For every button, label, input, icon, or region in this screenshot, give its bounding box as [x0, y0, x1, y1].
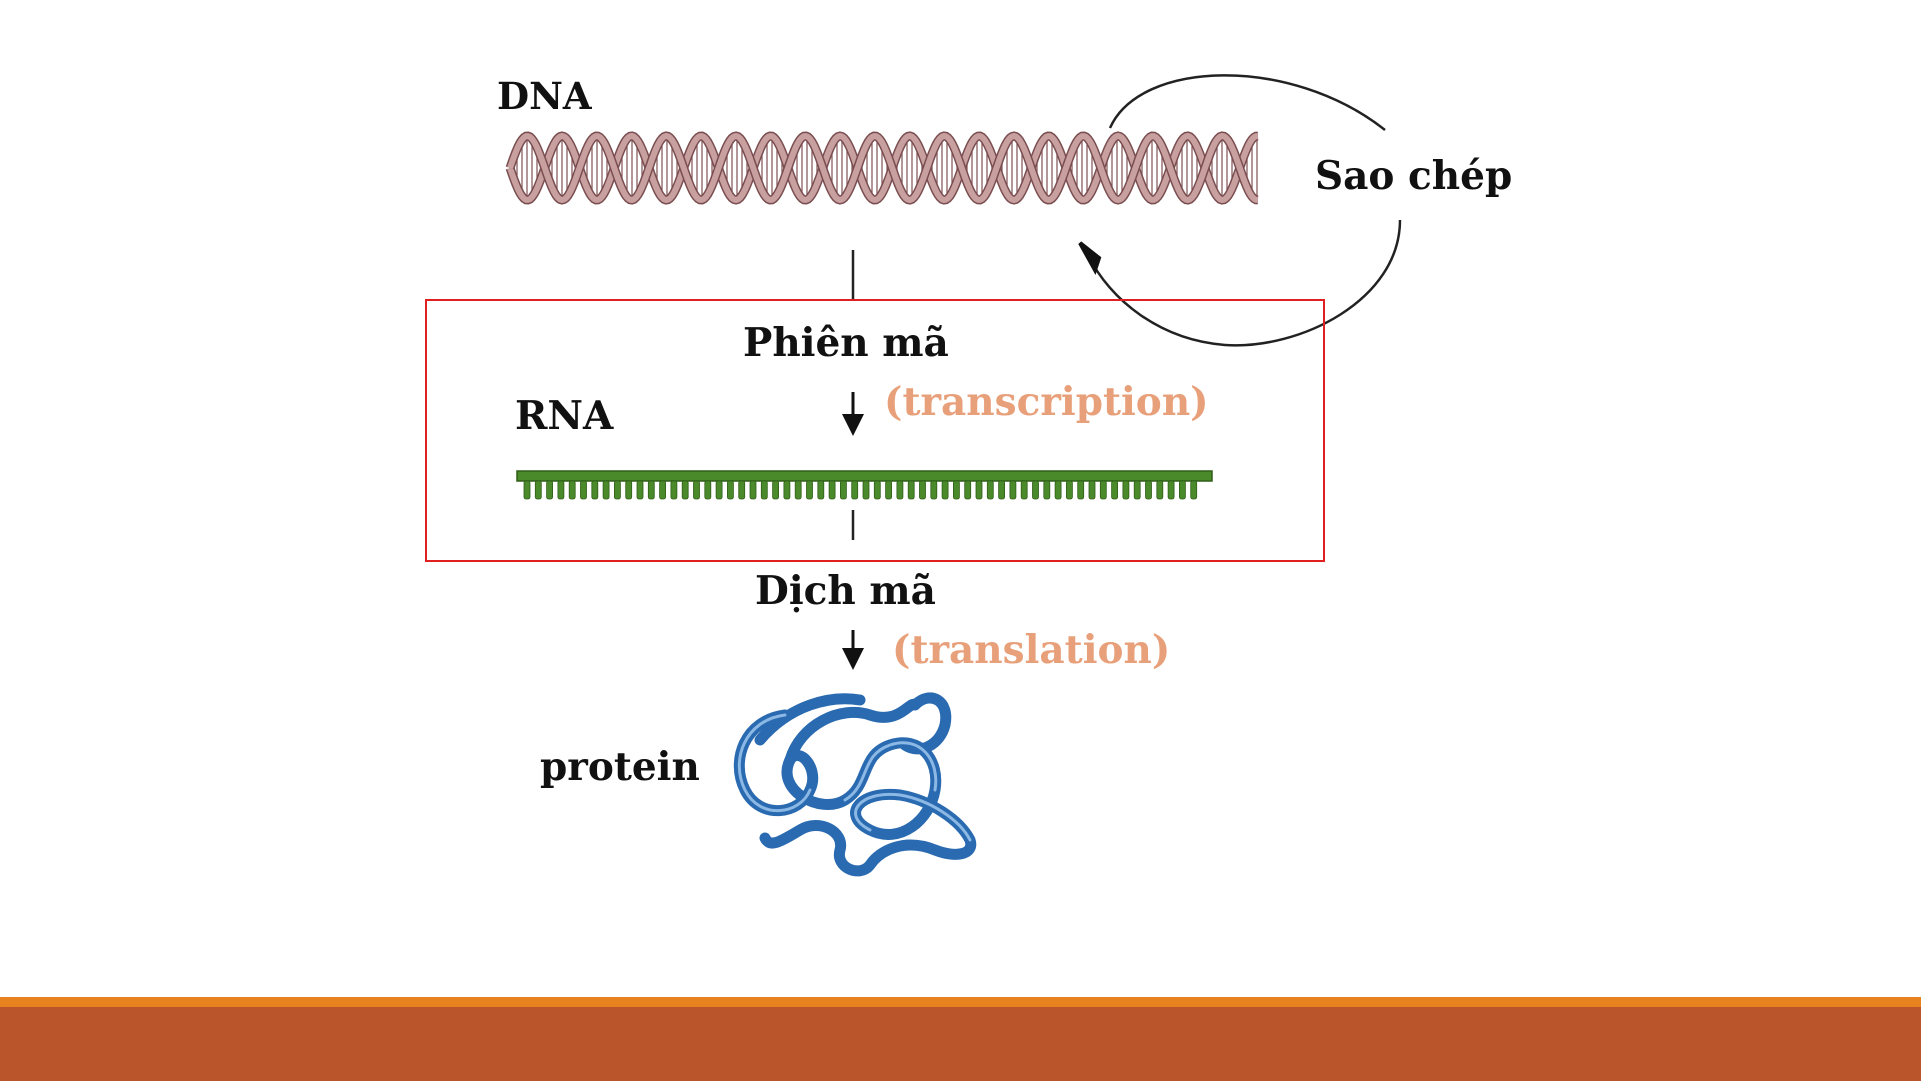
- transcription-label: Phiên mã: [743, 324, 949, 363]
- footer-bar: [0, 997, 1921, 1081]
- translation-arrow-icon: [842, 630, 864, 670]
- replication-label: Sao chép: [1315, 157, 1512, 196]
- protein-label: protein: [540, 748, 700, 787]
- transcription-english-label: (transcription): [884, 383, 1209, 422]
- translation-label: Dịch mã: [755, 572, 936, 611]
- footer-accent-stripe: [0, 997, 1921, 1007]
- rna-label: RNA: [515, 397, 613, 436]
- dna-label: DNA: [497, 78, 592, 115]
- translation-english-label: (translation): [892, 631, 1170, 670]
- dna-helix-icon: [510, 136, 1258, 200]
